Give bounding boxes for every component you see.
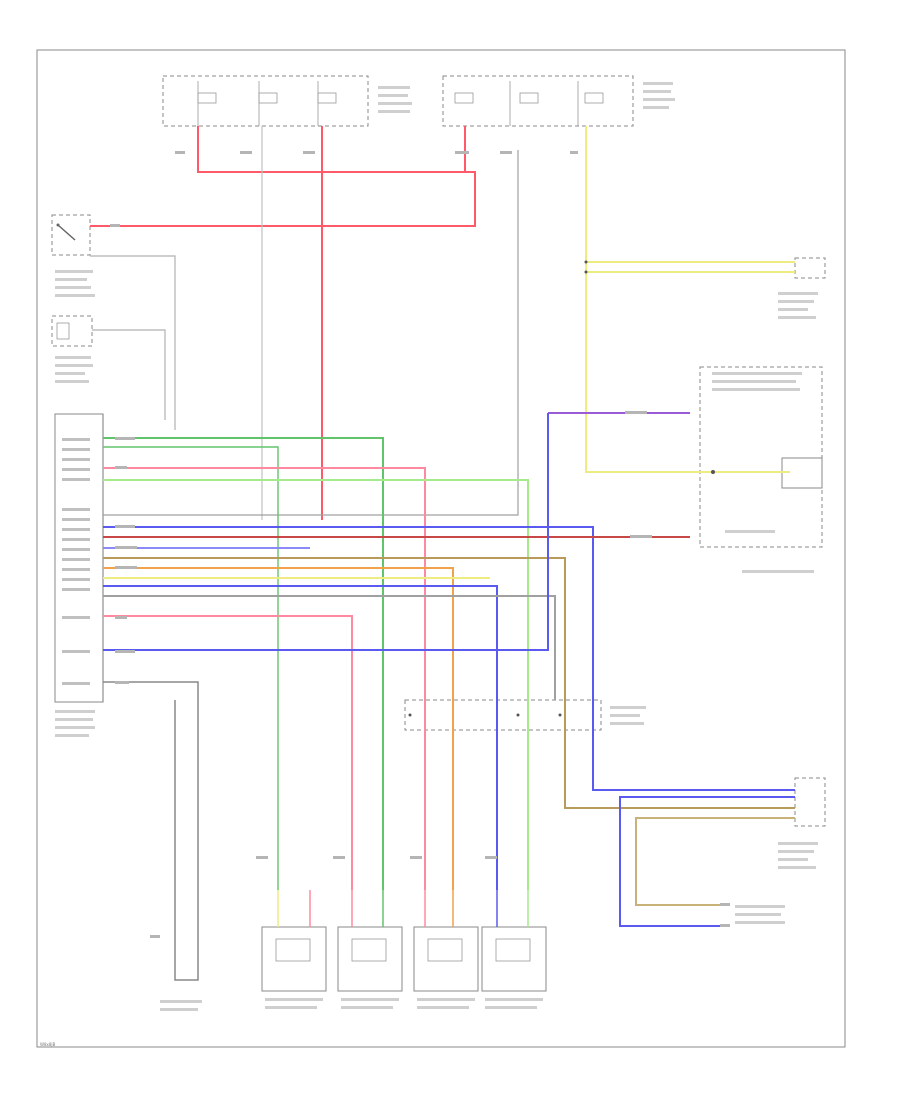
wire-label-marks xyxy=(110,151,730,938)
component-label-blocks xyxy=(55,82,818,1011)
wire-gray-junction xyxy=(92,329,166,420)
junction-connector-right-top xyxy=(794,257,826,279)
wire-gray-switch xyxy=(90,255,176,430)
wire-gray-2 xyxy=(103,150,519,516)
wire-blue xyxy=(103,526,795,791)
diagram-frame xyxy=(36,49,846,1048)
wire-lightgreen xyxy=(103,479,529,890)
underhood-fuse-block-left xyxy=(162,75,369,127)
wire-yellow xyxy=(585,126,790,473)
diagram-code: W8x8JB xyxy=(40,1042,56,1047)
wire-red-power xyxy=(90,126,476,227)
underhood-fuse-block-right xyxy=(442,75,634,127)
wire-tan xyxy=(103,557,795,809)
splice-points xyxy=(408,260,715,717)
wires xyxy=(90,126,795,981)
wire-orange xyxy=(103,567,454,890)
wire-green xyxy=(103,437,384,890)
wire-tan-2 xyxy=(635,817,795,906)
junction-connector-left xyxy=(51,315,93,347)
junction-connector-right-bottom xyxy=(794,777,826,827)
wire-green-2 xyxy=(103,446,279,890)
wheel-speed-sensor-lf xyxy=(261,926,327,992)
wire-red-2 xyxy=(103,467,426,890)
wire-blue-3 xyxy=(103,585,498,890)
wire-pink xyxy=(103,615,353,890)
wire-gray-ground xyxy=(103,681,199,981)
brake-pedal-position-switch xyxy=(51,214,91,256)
wheel-speed-sensor-rr xyxy=(481,926,547,992)
wire-gray-3 xyxy=(103,595,556,700)
wire-blue-4 xyxy=(103,413,549,651)
wheel-speed-sensor-lr xyxy=(413,926,479,992)
wire-blue-5 xyxy=(619,796,795,927)
wheel-speed-sensor-rf xyxy=(337,926,403,992)
cruise-control-unit xyxy=(699,366,823,548)
module-pin-labels xyxy=(62,438,90,685)
sensor-pigtails xyxy=(277,890,529,927)
underhood-fuse-block-mid xyxy=(404,699,602,731)
